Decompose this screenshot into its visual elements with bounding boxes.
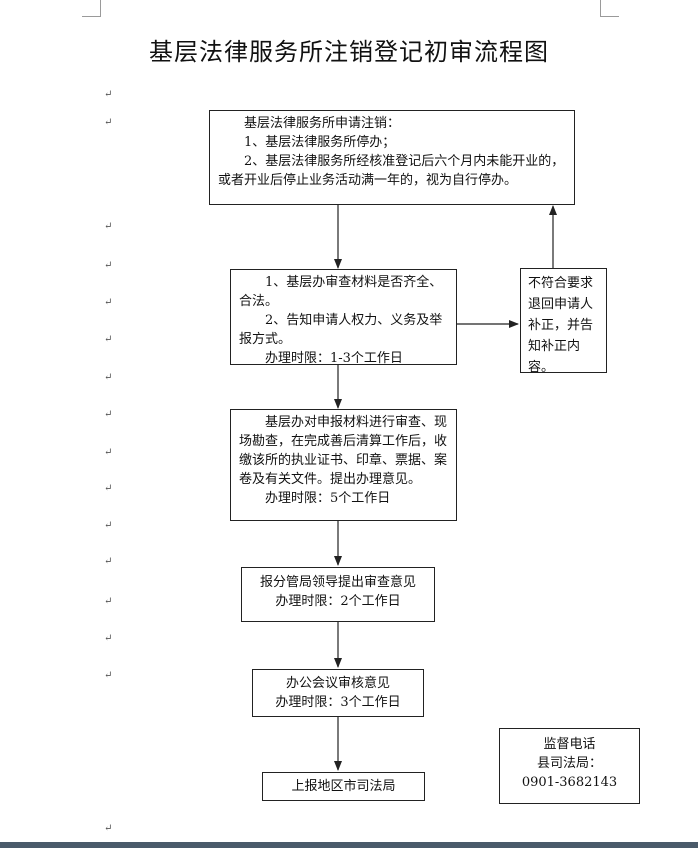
paragraph-mark: ↵ bbox=[104, 633, 113, 644]
leader-time: 办理时限：2个工作日 bbox=[275, 594, 401, 609]
paragraph-mark: ↵ bbox=[104, 596, 113, 607]
box-submit: 上报地区市司法局 bbox=[262, 772, 425, 801]
review-time: 办理时限：1-3个工作日 bbox=[265, 351, 403, 366]
box-review: 1、基层办审查材料是否齐全、合法。 2、告知申请人权力、义务及举报方式。 办理时… bbox=[230, 269, 457, 366]
box-application: 基层法律服务所申请注销： 1、基层法律服务所停办； 2、基层法律服务所经核准登记… bbox=[209, 110, 575, 205]
box-leader: 报分管局领导提出审查意见 办理时限：2个工作日 bbox=[241, 567, 435, 622]
inspect-time: 办理时限：5个工作日 bbox=[265, 491, 391, 506]
application-heading: 基层法律服务所申请注销： bbox=[244, 116, 401, 131]
box-meeting: 办公会议审核意见 办理时限：3个工作日 bbox=[252, 669, 424, 717]
inspect-text: 基层办对申报材料进行审查、现场勘查，在完成善后清算工作后，收缴该所的执业证书、印… bbox=[239, 415, 448, 487]
submit-text: 上报地区市司法局 bbox=[291, 779, 396, 794]
supervise-org: 县司法局： bbox=[536, 756, 602, 771]
paragraph-mark: ↵ bbox=[104, 117, 113, 128]
review-line-1: 1、基层办审查材料是否齐全、合法。 bbox=[239, 275, 443, 309]
application-item-1: 1、基层法律服务所停办； bbox=[244, 135, 396, 150]
supervise-label: 监督电话 bbox=[543, 737, 596, 752]
reject-text: 不符合要求退回申请人补正，并告知补正内容。 bbox=[528, 276, 594, 375]
box-inspect: 基层办对申报材料进行审查、现场勘查，在完成善后清算工作后，收缴该所的执业证书、印… bbox=[230, 409, 457, 521]
page-title: 基层法律服务所注销登记初审流程图 bbox=[149, 38, 549, 66]
paragraph-mark: ↵ bbox=[104, 520, 113, 531]
paragraph-mark: ↵ bbox=[104, 260, 113, 271]
paragraph-mark: ↵ bbox=[104, 297, 113, 308]
paragraph-mark: ↵ bbox=[104, 823, 113, 834]
paragraph-mark: ↵ bbox=[104, 334, 113, 345]
paragraph-mark: ↵ bbox=[104, 670, 113, 681]
paragraph-mark: ↵ bbox=[104, 447, 113, 458]
paragraph-mark: ↵ bbox=[104, 409, 113, 420]
paragraph-mark: ↵ bbox=[104, 372, 113, 383]
page-corner-top-left bbox=[82, 0, 101, 17]
paragraph-mark: ↵ bbox=[104, 483, 113, 494]
box-supervise: 监督电话 县司法局： 0901-3682143 bbox=[499, 728, 640, 804]
supervise-phone: 0901-3682143 bbox=[521, 775, 618, 790]
review-line-2: 2、告知申请人权力、义务及举报方式。 bbox=[239, 313, 443, 347]
page-corner-top-right bbox=[600, 0, 619, 17]
box-reject: 不符合要求退回申请人补正，并告知补正内容。 bbox=[520, 268, 607, 375]
paragraph-mark: ↵ bbox=[104, 221, 113, 232]
application-item-2: 2、基层法律服务所经核准登记后六个月内未能开业的，或者开业后停止业务活动满一年的… bbox=[218, 154, 565, 188]
leader-text: 报分管局领导提出审查意见 bbox=[259, 575, 416, 590]
meeting-time: 办理时限：3个工作日 bbox=[275, 695, 401, 710]
paragraph-mark: ↵ bbox=[104, 556, 113, 567]
meeting-text: 办公会议审核意见 bbox=[285, 676, 390, 691]
paragraph-mark: ↵ bbox=[104, 89, 113, 100]
window-bottom-bar bbox=[0, 842, 698, 848]
